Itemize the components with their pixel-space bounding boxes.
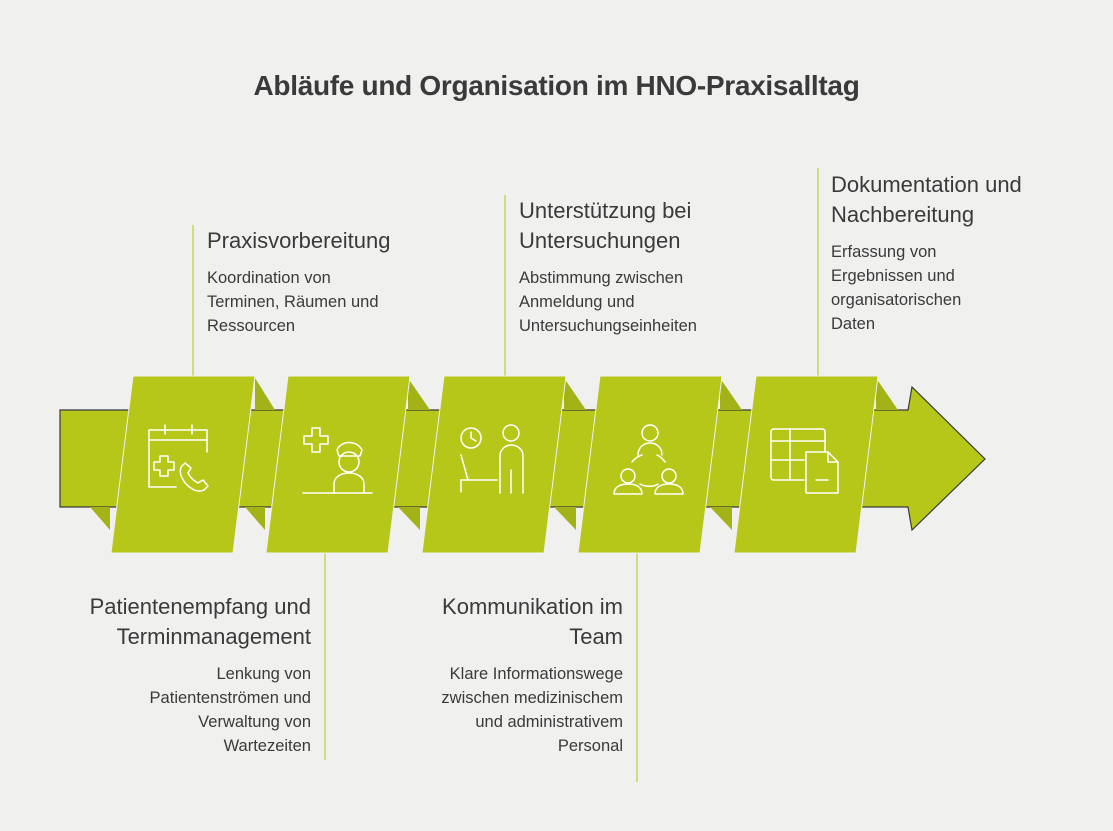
step-4-description: Klare Informationswege zwischen medizini… (441, 665, 623, 755)
diagram-title: Abläufe und Organisation im HNO-Praxisal… (253, 70, 860, 101)
step-panel-3 (421, 375, 567, 554)
calendar-medical-phone-icon (148, 424, 209, 492)
step-3-text: Unterstützung bei Untersuchungen Abstimm… (519, 196, 739, 338)
spreadsheet-document-icon (770, 428, 839, 494)
step-2-description: Lenkung von Patientenströmen und Verwalt… (149, 665, 311, 755)
step-panel-2 (265, 375, 411, 554)
waiting-clock-person-icon (460, 424, 524, 494)
step-2-text: Patientenempfang und Terminmanagement Le… (60, 592, 311, 758)
step-5-heading: Dokumentation und Nachbereitung (831, 172, 1022, 227)
step-1-text: Praxisvorbereitung Koordination von Term… (207, 226, 437, 338)
step-2-heading: Patientenempfang und Terminmanagement (89, 594, 311, 649)
step-4-heading: Kommunikation im Team (442, 594, 623, 649)
fold-shadows (90, 378, 898, 530)
step-4-text: Kommunikation im Team Klare Informations… (420, 592, 623, 758)
nurse-icon (302, 427, 373, 494)
step-5-text: Dokumentation und Nachbereitung Erfassun… (831, 170, 1041, 336)
step-3-description: Abstimmung zwischen Anmeldung und Unters… (519, 269, 697, 335)
step-1-heading: Praxisvorbereitung (207, 228, 391, 253)
step-panel-4 (577, 375, 723, 554)
team-network-icon (613, 424, 684, 495)
step-5-description: Erfassung von Ergebnissen und organisato… (831, 243, 962, 333)
step-3-heading: Unterstützung bei Untersuchungen (519, 198, 692, 253)
step-1-description: Koordination von Terminen, Räumen und Re… (207, 269, 379, 335)
